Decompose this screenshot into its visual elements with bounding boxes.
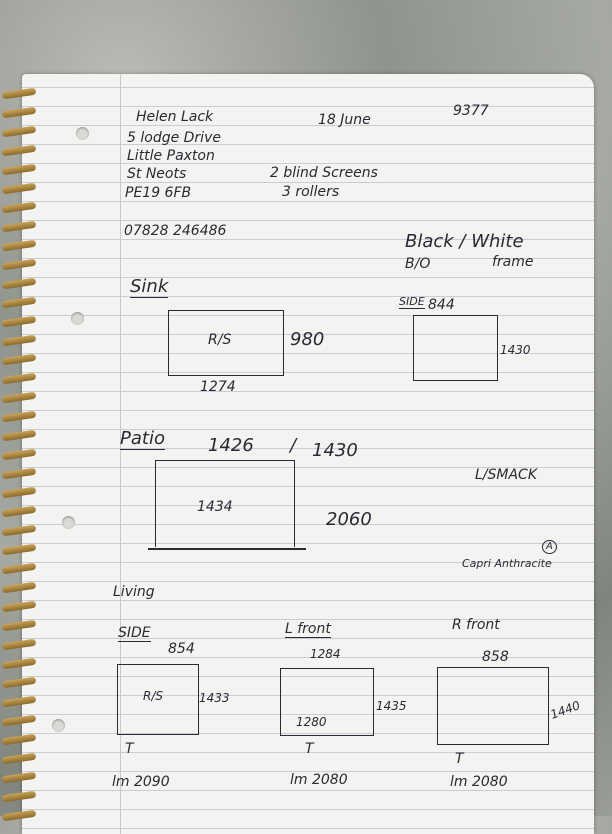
spiral-coil — [1, 334, 37, 347]
living-window-sketch — [117, 664, 199, 735]
spiral-coil — [1, 771, 37, 784]
spiral-coil — [1, 410, 37, 423]
sink-box-label: R/S — [208, 332, 232, 348]
living-window-height: 1435 — [376, 699, 407, 713]
phone-number: 07828 246486 — [124, 223, 227, 239]
sink-width: 1274 — [200, 379, 236, 395]
spiral-coil — [1, 657, 37, 670]
spiral-coil — [1, 448, 37, 461]
spiral-coil — [1, 163, 37, 176]
patio-top-alt: 1430 — [312, 440, 358, 461]
spiral-binding — [0, 87, 40, 822]
living-window-mark: T — [125, 741, 134, 757]
address-line: 5 lodge Drive — [127, 130, 221, 146]
spiral-coil — [1, 695, 37, 708]
spiral-coil — [1, 524, 37, 537]
living-window-mark: T — [305, 741, 314, 757]
spiral-coil — [1, 714, 37, 727]
spiral-coil — [1, 106, 37, 119]
spiral-coil — [1, 296, 37, 309]
date: 18 June — [318, 112, 371, 128]
sink-height: 980 — [290, 329, 325, 350]
spiral-coil — [1, 752, 37, 765]
spiral-coil — [1, 543, 37, 556]
customer-name: Helen Lack — [136, 109, 214, 125]
patio-note: L/SMACK — [475, 467, 538, 483]
spiral-coil — [1, 790, 37, 803]
margin-line — [120, 74, 121, 834]
spiral-coil — [1, 277, 37, 290]
patio-height: 2060 — [326, 509, 372, 530]
spiral-coil — [1, 182, 37, 195]
living-window-height: 1433 — [199, 691, 230, 705]
sink-side-height: 1430 — [500, 343, 531, 357]
address-line: St Neots — [127, 166, 187, 182]
spiral-coil — [1, 676, 37, 689]
spiral-coil — [1, 144, 37, 157]
colour-note-frame: frame — [492, 254, 534, 270]
patio-base-line — [148, 548, 306, 550]
sink-side-sketch — [413, 315, 498, 381]
order-line: 2 blind Screens — [270, 165, 378, 181]
spiral-coil — [1, 733, 37, 746]
living-window-mark: T — [455, 751, 464, 767]
living-window-sketch — [437, 667, 549, 745]
colour-note-blackout: B/O — [405, 256, 431, 272]
patio-middle: 1434 — [197, 499, 233, 515]
living-window-label: L front — [285, 621, 331, 638]
spiral-coil — [1, 258, 37, 271]
sink-side-width: 844 — [428, 297, 455, 313]
section-title-patio: Patio — [120, 428, 165, 450]
living-window-width: 858 — [482, 649, 509, 665]
spiral-coil — [1, 353, 37, 366]
spiral-coil — [1, 391, 37, 404]
living-window-drop: lm 2090 — [112, 774, 170, 790]
punch-hole — [71, 312, 84, 325]
punch-hole — [62, 516, 75, 529]
colour-note: Black / White — [405, 231, 524, 252]
patio-colour: Capri Anthracite — [462, 557, 552, 570]
patio-badge: A — [542, 540, 557, 554]
spiral-coil — [1, 467, 37, 480]
living-window-drop: lm 2080 — [450, 774, 508, 790]
living-window-drop: lm 2080 — [290, 772, 348, 788]
patio-top: 1426 — [208, 435, 254, 456]
living-window-sketch — [280, 668, 374, 736]
spiral-coil — [1, 638, 37, 651]
spiral-coil — [1, 429, 37, 442]
spiral-coil — [1, 239, 37, 252]
address-line: PE19 6FB — [125, 185, 192, 201]
spiral-coil — [1, 562, 37, 575]
spiral-coil — [1, 372, 37, 385]
living-window-box-label: R/S — [143, 689, 163, 703]
spiral-coil — [1, 486, 37, 499]
sink-side-label: SIDE — [399, 295, 425, 309]
sink-window-sketch — [168, 310, 284, 376]
section-title-sink: Sink — [130, 276, 169, 298]
spiral-coil — [1, 600, 37, 613]
spiral-coil — [1, 87, 37, 100]
spiral-coil — [1, 125, 37, 138]
living-window-width: 854 — [168, 641, 195, 657]
order-line: 3 rollers — [282, 184, 340, 200]
spiral-coil — [1, 201, 37, 214]
section-title-living: Living — [113, 584, 155, 600]
spiral-coil — [1, 315, 37, 328]
living-window-box-label: 1280 — [296, 715, 327, 729]
living-window-width: 1284 — [310, 647, 341, 661]
punch-hole — [76, 127, 89, 140]
patio-separator: / — [290, 435, 297, 456]
living-window-label: SIDE — [118, 625, 151, 642]
job-number: 9377 — [453, 103, 489, 119]
spiral-coil — [1, 505, 37, 518]
spiral-coil — [1, 619, 37, 632]
patio-door-sketch — [155, 460, 295, 547]
spiral-coil — [1, 220, 37, 233]
living-window-label: R front — [452, 617, 500, 633]
address-line: Little Paxton — [127, 148, 215, 164]
spiral-coil — [1, 581, 37, 594]
punch-hole — [52, 719, 65, 732]
